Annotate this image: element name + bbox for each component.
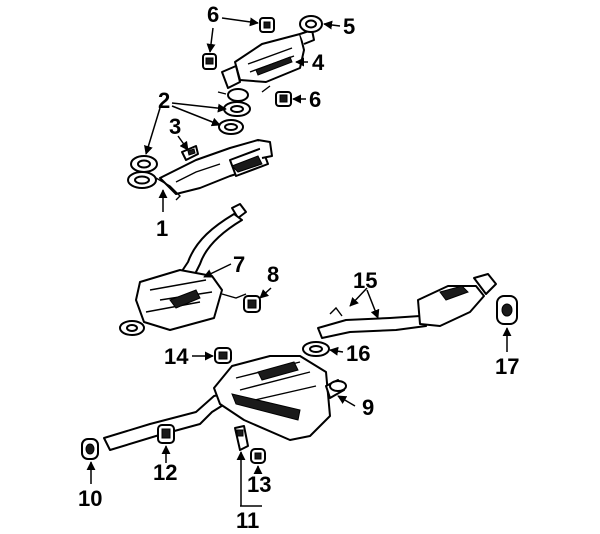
callout-17: 17: [495, 354, 519, 379]
leader-lines: [86, 17, 512, 507]
callout-13: 13: [247, 472, 271, 497]
nut-part-13: [250, 448, 266, 464]
front-exhaust-pipe-part: [127, 139, 273, 201]
gasket-part-2-upper: [223, 101, 251, 117]
callout-1: 1: [156, 216, 168, 241]
hanger-part-14: [214, 347, 232, 364]
gasket-part-16: [302, 341, 330, 357]
stud-part-3: [181, 145, 199, 161]
tailpipe-assembly-part: [317, 273, 497, 339]
hanger-part-12: [157, 424, 175, 444]
nut-part-top: [259, 17, 275, 33]
bracket-part-11: [234, 425, 249, 451]
callout-7: 7: [233, 252, 245, 277]
callout-3: 3: [169, 114, 181, 139]
callout-8: 8: [267, 262, 279, 287]
nut-part-right: [275, 91, 292, 107]
callout-6-right: 6: [309, 87, 321, 112]
callout-11: 11: [236, 508, 259, 533]
callout-5: 5: [343, 14, 355, 39]
nut-part-left: [202, 53, 217, 70]
resonator-pipe-part: [119, 203, 247, 336]
callout-4: 4: [312, 50, 325, 75]
gasket-part-10: [81, 438, 99, 460]
hanger-part-8: [243, 295, 261, 313]
callout-14: 14: [164, 344, 189, 369]
callout-10: 10: [78, 486, 102, 511]
callout-9: 9: [362, 395, 374, 420]
catalytic-converter-part: [217, 29, 315, 102]
callout-15: 15: [353, 268, 377, 293]
insulator-part-17: [496, 295, 518, 325]
callout-16: 16: [346, 341, 370, 366]
gasket-part-5: [299, 15, 323, 33]
callout-6-top: 6: [207, 2, 219, 27]
gasket-part-2-lower: [130, 155, 158, 173]
callout-2: 2: [158, 88, 170, 113]
callout-12: 12: [153, 460, 177, 485]
muffler-part-9: [103, 355, 347, 451]
gasket-part-2-middle: [218, 119, 244, 135]
